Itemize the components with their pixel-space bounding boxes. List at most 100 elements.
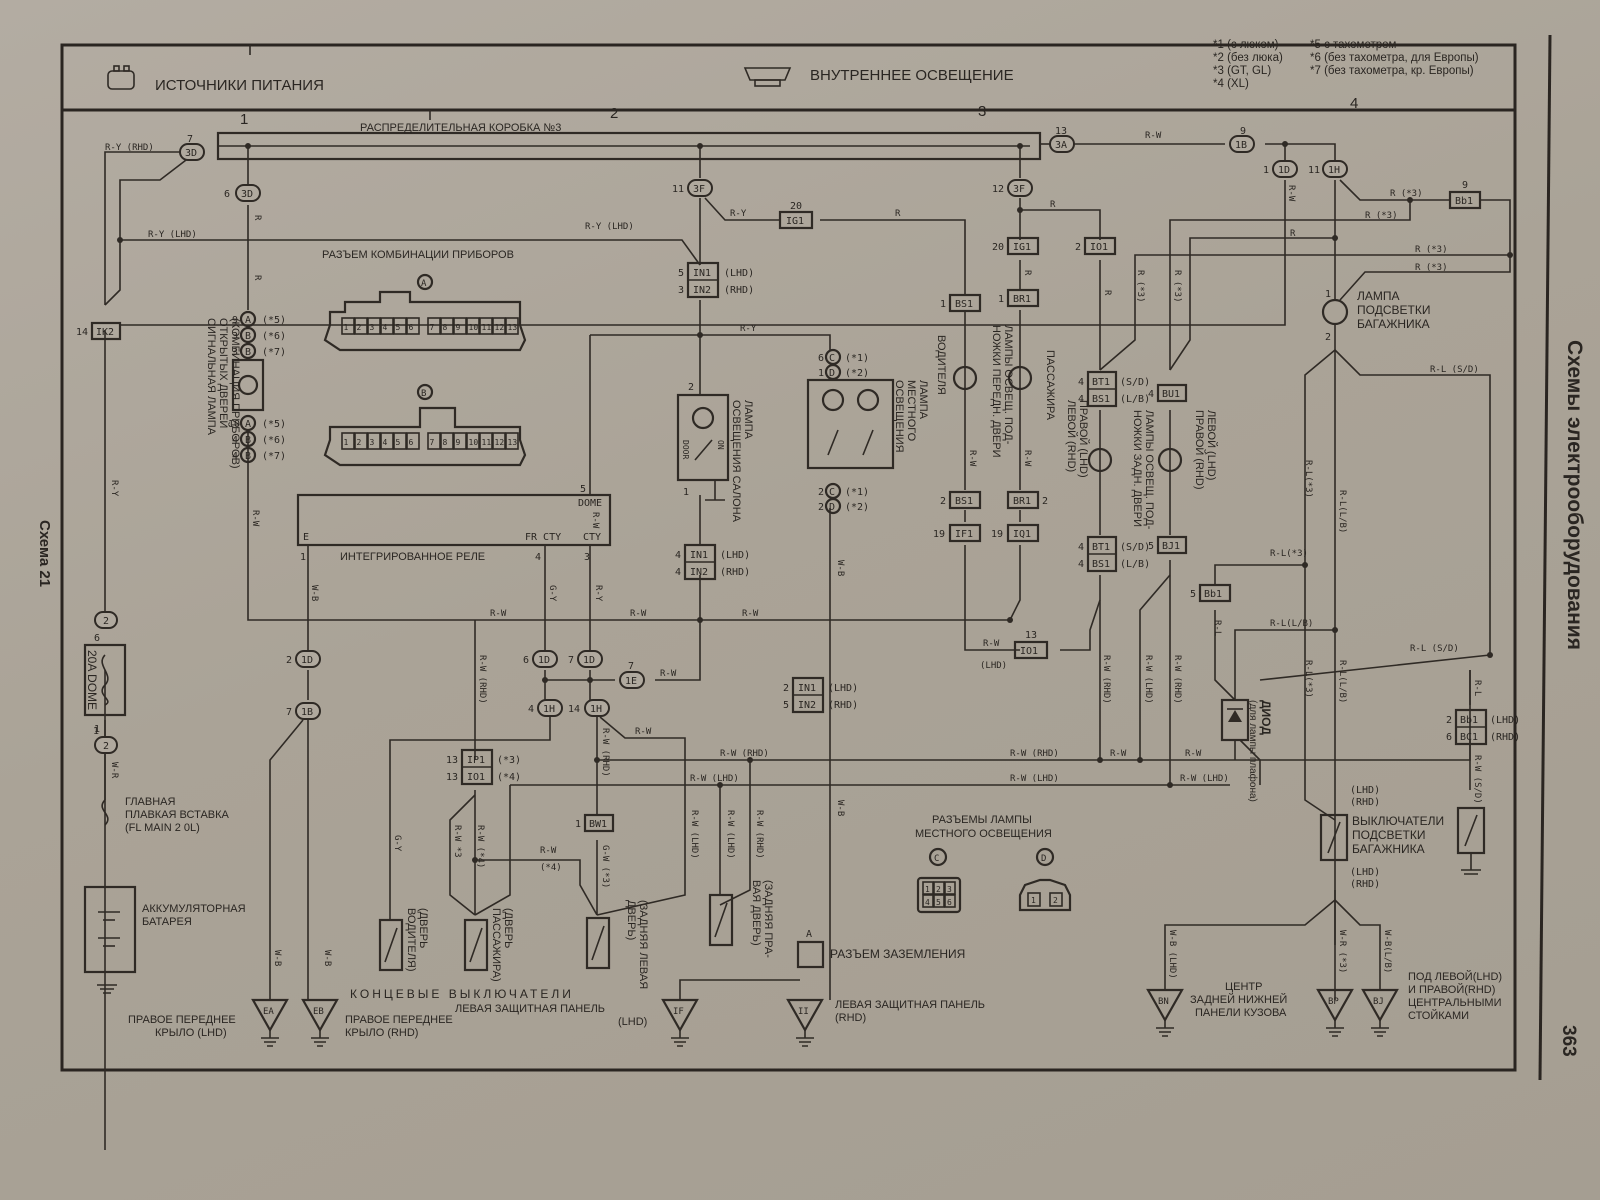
room-lamp: DOOR ON ЛАМПА ОСВЕЩЕНИЯ САЛОНА 21 [676,382,754,523]
svg-text:II: II [798,1007,809,1017]
connector-2-top: 2 [94,611,118,629]
svg-text:(ДВЕРЬ: (ДВЕРЬ [417,908,429,948]
svg-text:2: 2 [940,496,946,507]
svg-text:1: 1 [925,885,930,894]
svg-text:4: 4 [383,323,388,332]
svg-text:ПОДСВЕТКИ: ПОДСВЕТКИ [1352,828,1425,842]
svg-text:ПАССАЖИРА: ПАССАЖИРА [1044,350,1056,421]
chapter-title: Схемы электрооборудования [1563,340,1586,650]
connector-3D-7: 3D7 [179,134,205,161]
svg-text:W-B: W-B [322,950,332,966]
svg-text:4: 4 [535,552,541,563]
svg-text:8: 8 [443,323,448,332]
connector-pin: 4 [380,432,394,450]
svg-text:IO1: IO1 [1020,646,1038,657]
svg-text:R (*3): R (*3) [1135,270,1145,303]
instrument-connector-title: РАЗЪЕМ КОМБИНАЦИИ ПРИБОРОВ [322,249,514,261]
svg-text:ПОД ЛЕВОЙ(LHD): ПОД ЛЕВОЙ(LHD) [1408,970,1502,983]
svg-text:E: E [303,532,309,543]
svg-text:(LHD): (LHD) [1490,715,1520,726]
svg-text:ЛАМПЫ ОСВЕЩ. ПОД-: ЛАМПЫ ОСВЕЩ. ПОД- [1143,410,1155,530]
integrated-relay: E DOME FR CTY CTY ИНТЕГРИРОВАННОЕ РЕЛЕ 1… [296,484,612,563]
svg-text:R-W (S/D): R-W (S/D) [1472,755,1482,804]
connector-pin: 7 [427,317,441,335]
svg-text:ПЛАВКАЯ ВСТАВКА: ПЛАВКАЯ ВСТАВКА [125,809,230,821]
column-3: 3 [978,103,986,120]
svg-text:BT1: BT1 [1092,542,1110,553]
svg-text:2: 2 [286,655,292,666]
svg-text:2: 2 [1053,896,1058,905]
ground-bn: BN [1146,988,1184,1037]
svg-text:R-W (RHD): R-W (RHD) [1010,749,1059,759]
svg-text:Bb1: Bb1 [1460,715,1478,726]
svg-text:10: 10 [469,438,479,447]
svg-text:R (*3): R (*3) [1172,270,1182,303]
ground-eb: EB [301,998,339,1047]
svg-text:R-L(L/B): R-L(L/B) [1270,619,1313,629]
svg-text:1: 1 [344,438,349,447]
svg-text:1: 1 [1031,896,1036,905]
connector-pin: 6 [406,432,420,450]
svg-text:13: 13 [508,438,518,447]
svg-text:W-B (LHD): W-B (LHD) [1167,930,1177,979]
battery: АККУМУЛЯТОРНАЯ БАТАРЕЯ [83,885,246,994]
svg-text:1B: 1B [1235,140,1247,151]
svg-text:R-Y: R-Y [740,324,757,334]
svg-text:4: 4 [1078,559,1084,570]
switch-rear-right-door [708,893,734,947]
svg-text:IN2: IN2 [690,567,708,578]
connector-pin: 6 [944,894,956,908]
note-6: *6 (без тахометра, для Европы) [1310,52,1479,64]
svg-text:R-L(*3): R-L(*3) [1270,549,1308,559]
svg-text:R-W (*4): R-W (*4) [475,825,485,868]
svg-text:R-W: R-W [742,609,759,619]
svg-text:(ЗАДНЯЯ ЛЕВАЯ: (ЗАДНЯЯ ЛЕВАЯ [637,900,649,989]
svg-text:(RHD): (RHD) [1350,879,1380,890]
connector-pin: 13 [505,432,519,450]
connector-pin: 2 [933,881,945,895]
svg-text:R-W (LHD): R-W (LHD) [689,810,699,859]
svg-text:ЛЕВОЙ (RHD): ЛЕВОЙ (RHD) [1065,400,1078,472]
ground-bj: BJ [1361,988,1399,1037]
svg-text:1: 1 [818,368,824,379]
svg-text:1E: 1E [625,676,637,687]
svg-text:B: B [245,331,251,342]
svg-text:R-W: R-W [590,512,600,529]
svg-text:7: 7 [568,655,574,666]
svg-text:R-Y (RHD): R-Y (RHD) [105,143,154,153]
svg-text:ПРАВОЙ (LHD): ПРАВОЙ (LHD) [1077,400,1090,478]
svg-text:BP: BP [1328,997,1339,1007]
connector-1B-7: 1B7 [286,702,321,720]
connector-1B-9: 1B9 [1229,126,1255,153]
svg-text:R-W (LHD): R-W (LHD) [690,774,739,784]
svg-text:19: 19 [991,529,1003,540]
ground-bp: BP [1316,988,1354,1037]
svg-text:5: 5 [396,323,401,332]
svg-text:1: 1 [344,323,349,332]
svg-text:IN2: IN2 [693,285,711,296]
svg-text:3: 3 [584,552,590,563]
connector-pin: 2 [354,317,368,335]
connector-pin: 11 [479,432,493,450]
svg-text:ON: ON [716,440,725,450]
svg-text:3F: 3F [1013,184,1025,195]
svg-text:A: A [806,929,812,940]
svg-text:R-W: R-W [630,609,647,619]
connector-3D-6: 3D6 [224,184,261,202]
svg-text:R-W (RHD): R-W (RHD) [1101,655,1111,704]
svg-text:1: 1 [1263,165,1269,176]
svg-text:2: 2 [818,502,824,513]
section-title-power: ИСТОЧНИКИ ПИТАНИЯ [155,77,324,94]
svg-text:(LHD): (LHD) [1350,785,1380,796]
svg-text:C: C [829,353,835,364]
